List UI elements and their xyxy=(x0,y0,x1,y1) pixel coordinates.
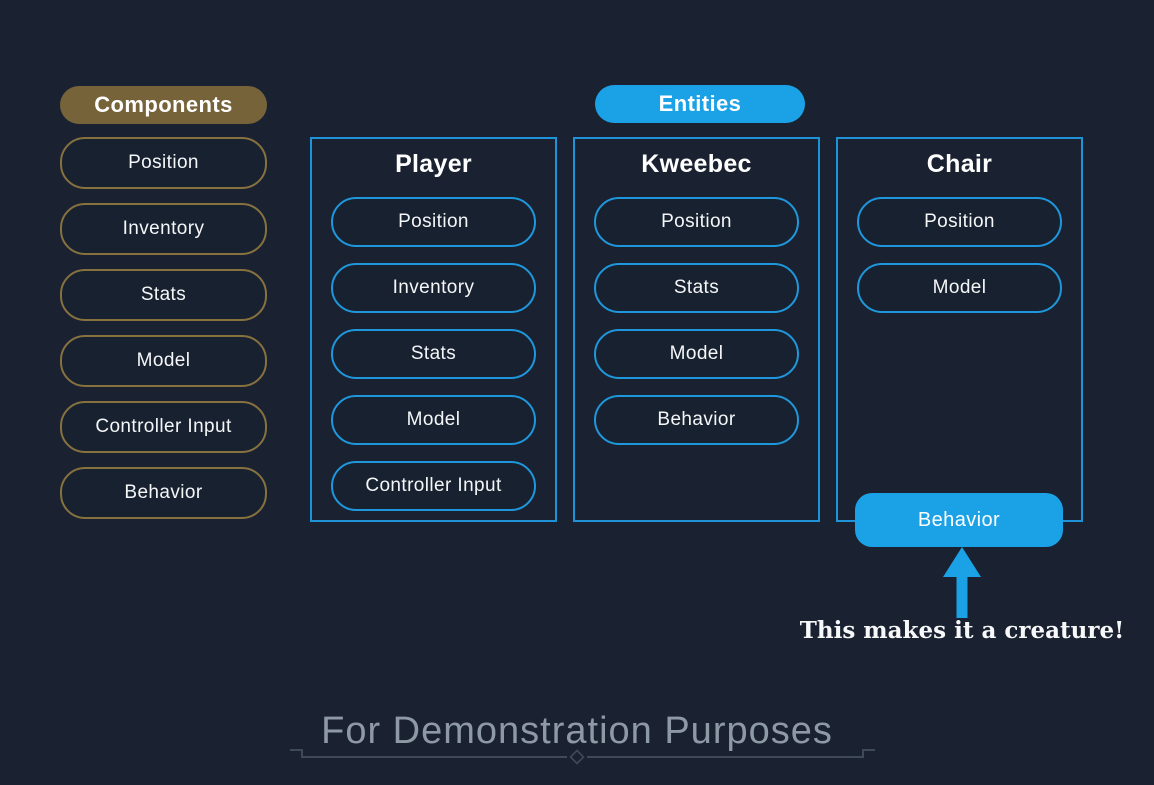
component-pill-behavior: Behavior xyxy=(60,467,267,519)
component-pill-position: Position xyxy=(60,137,267,189)
diamond-divider-icon xyxy=(569,749,585,765)
components-header: Components xyxy=(60,86,267,124)
annotation-text: This makes it a creature! xyxy=(799,617,1125,644)
entities-header: Entities xyxy=(595,85,805,123)
component-pill-inventory: Inventory xyxy=(60,203,267,255)
player-pill-model: Model xyxy=(331,395,536,445)
footer-divider xyxy=(290,749,875,765)
component-pill-controller-input: Controller Input xyxy=(60,401,267,453)
entity-title-player: Player xyxy=(395,150,472,178)
divider-left-line xyxy=(290,749,567,758)
entity-box-chair: Chair Position Model xyxy=(836,137,1083,522)
chair-behavior-highlight-pill: Behavior xyxy=(855,493,1063,547)
component-pill-stats: Stats xyxy=(60,269,267,321)
chair-pill-position: Position xyxy=(857,197,1062,247)
kweebec-pill-stats: Stats xyxy=(594,263,799,313)
kweebec-pill-position: Position xyxy=(594,197,799,247)
kweebec-pill-model: Model xyxy=(594,329,799,379)
entity-title-kweebec: Kweebec xyxy=(641,150,752,178)
player-pill-position: Position xyxy=(331,197,536,247)
player-pill-inventory: Inventory xyxy=(331,263,536,313)
component-pill-model: Model xyxy=(60,335,267,387)
entity-box-player: Player Position Inventory Stats Model Co… xyxy=(310,137,557,522)
footer-title: For Demonstration Purposes xyxy=(321,710,833,752)
player-pill-controller-input: Controller Input xyxy=(331,461,536,511)
player-pill-stats: Stats xyxy=(331,329,536,379)
divider-right-line xyxy=(587,749,875,758)
entity-title-chair: Chair xyxy=(926,150,993,178)
entity-box-kweebec: Kweebec Position Stats Model Behavior xyxy=(573,137,820,522)
up-arrow-icon xyxy=(943,547,981,618)
chair-pill-model: Model xyxy=(857,263,1062,313)
kweebec-pill-behavior: Behavior xyxy=(594,395,799,445)
